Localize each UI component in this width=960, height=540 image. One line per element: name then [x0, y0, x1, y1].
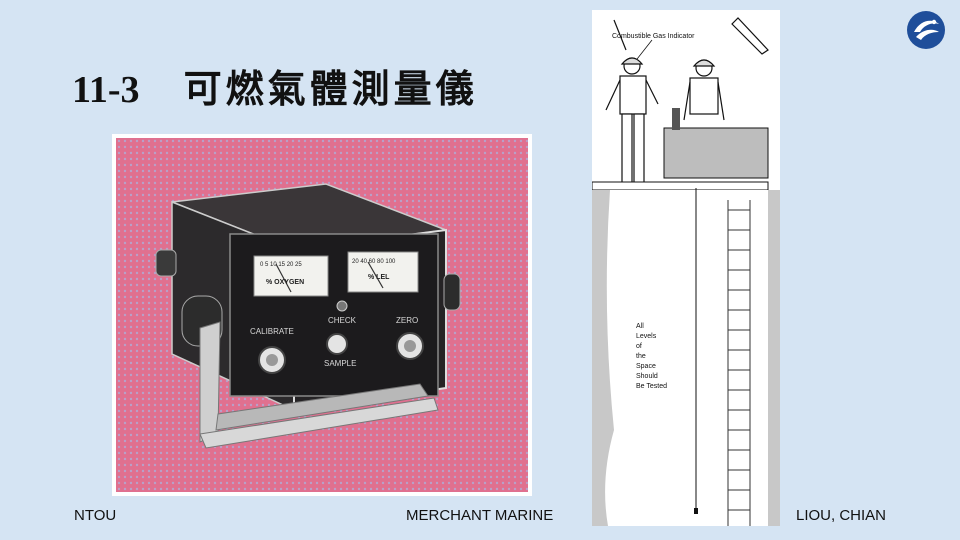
note-line: All — [636, 323, 644, 330]
check-label: CHECK — [328, 316, 357, 325]
meter-left-label: % OXYGEN — [266, 279, 304, 286]
gas-meter-photo: 0 5 10 15 20 25 % OXYGEN 20 40 60 80 100… — [112, 134, 532, 496]
section-number: 11-3 — [72, 69, 140, 111]
note-line: Levels — [636, 333, 657, 340]
footer-left: NTOU — [74, 507, 117, 524]
zero-label: ZERO — [396, 316, 418, 325]
note-line: the — [636, 353, 646, 360]
illustration-caption: Combustible Gas Indicator — [612, 33, 695, 40]
meter-left-scale: 0 5 10 15 20 25 — [260, 262, 302, 268]
tank-testing-illustration: Combustible Gas Indicator — [592, 10, 780, 526]
meter-right-label: % LEL — [368, 274, 390, 281]
note-line: Space — [636, 363, 656, 370]
calibrate-label: CALIBRATE — [250, 327, 294, 336]
footer-center: MERCHANT MARINE — [406, 507, 554, 524]
slide-title: 11-3 可燃氣體測量儀 — [72, 58, 478, 113]
title-text: 可燃氣體測量儀 — [183, 69, 478, 111]
university-logo — [906, 10, 946, 50]
ladder-rungs — [728, 209, 750, 511]
note-line: of — [636, 343, 642, 350]
footer-right: LIOU, CHIAN — [796, 507, 887, 524]
illustration-note: All Levels of the Space Should Be Tested — [636, 323, 667, 390]
sample-label: SAMPLE — [324, 359, 356, 368]
note-line: Be Tested — [636, 383, 667, 390]
note-line: Should — [636, 373, 658, 380]
meter-right-scale: 20 40 60 80 100 — [352, 259, 396, 265]
